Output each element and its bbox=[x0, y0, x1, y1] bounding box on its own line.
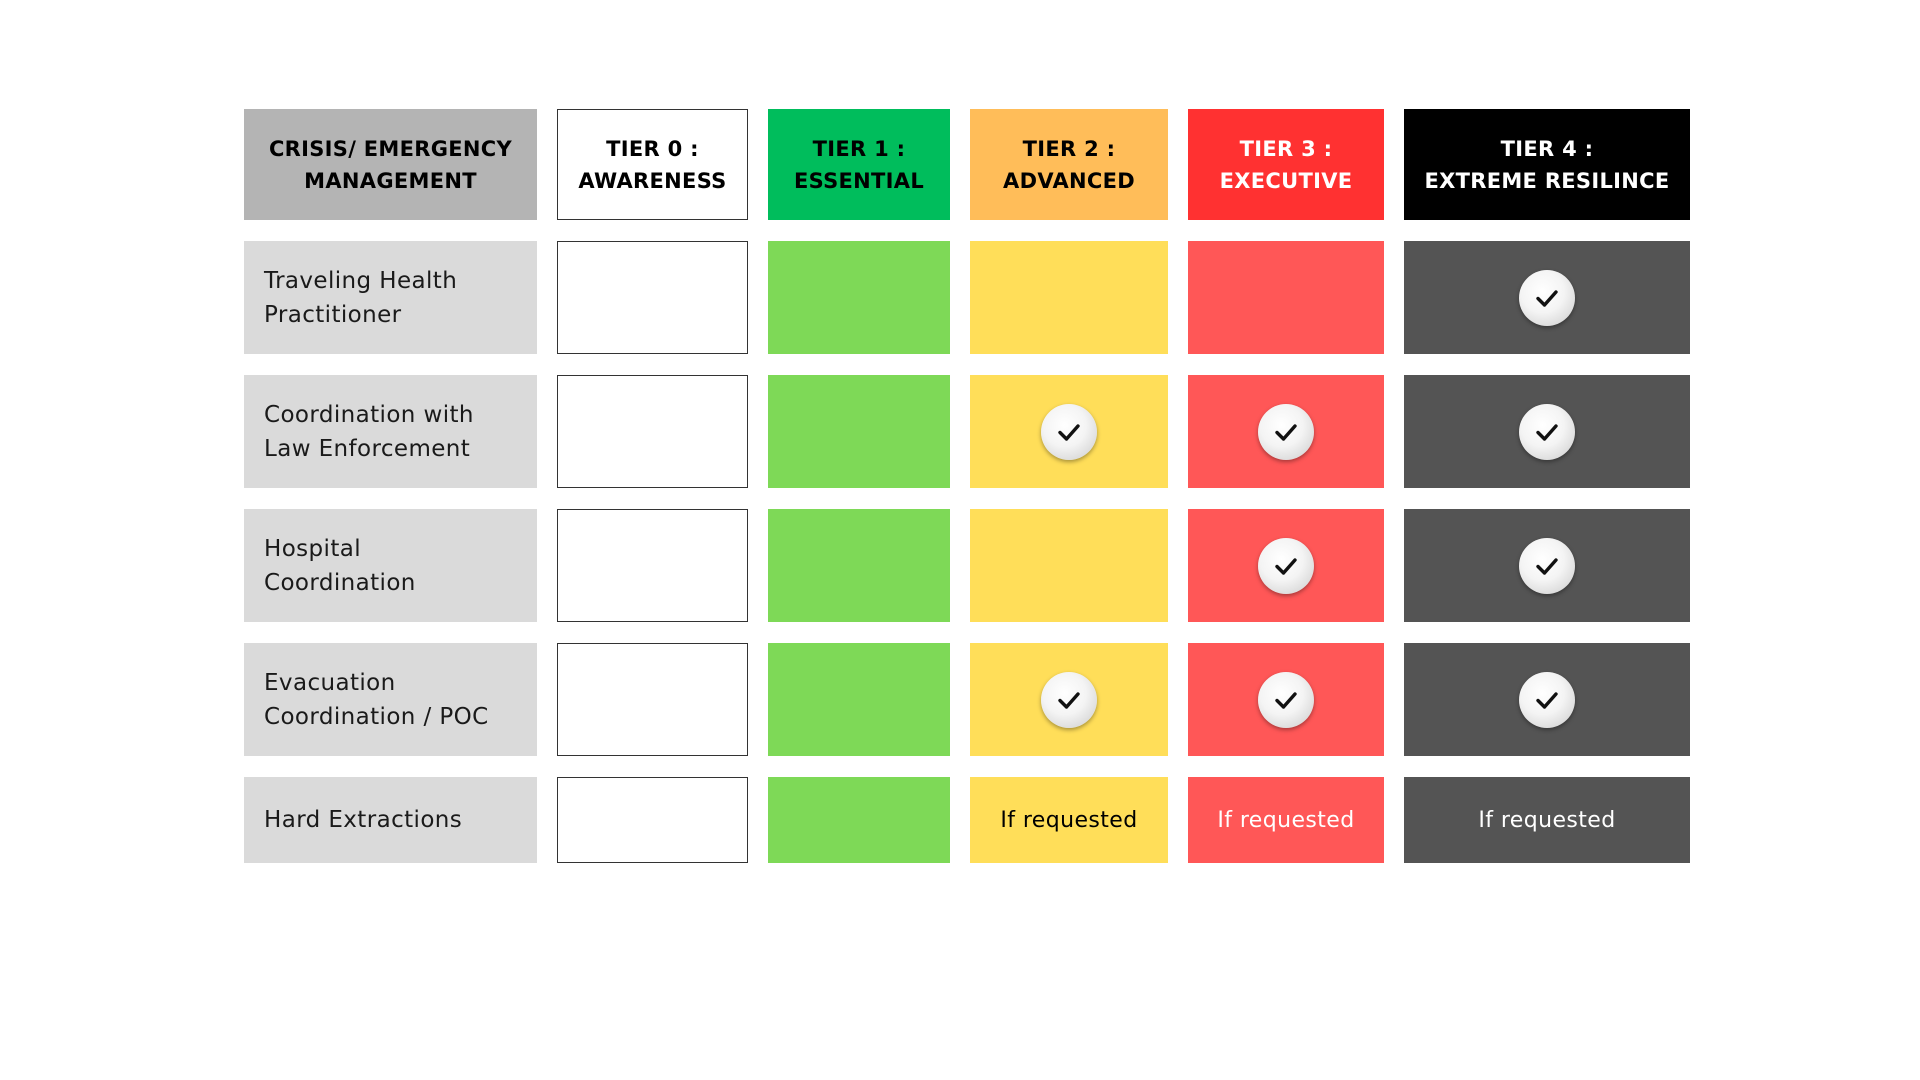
table-cell-tier1 bbox=[768, 643, 950, 756]
table-cell-tier4 bbox=[1404, 509, 1690, 622]
row-label: Evacuation Coordination / POC bbox=[244, 643, 537, 756]
table-cell-tier4: If requested bbox=[1404, 777, 1690, 863]
checkmark-icon bbox=[1519, 403, 1575, 460]
checkmark-icon bbox=[1258, 671, 1314, 728]
table-cell-tier0 bbox=[557, 509, 748, 622]
table-cell-tier2 bbox=[970, 509, 1168, 622]
row-label: Traveling Health Practitioner bbox=[244, 241, 537, 354]
table-cell-tier2 bbox=[970, 643, 1168, 756]
checkmark-icon bbox=[1519, 671, 1575, 728]
checkmark-icon bbox=[1519, 269, 1575, 326]
tier-header-tier2: TIER 2 : ADVANCED bbox=[970, 109, 1168, 220]
table-cell-tier1 bbox=[768, 375, 950, 488]
checkmark-icon bbox=[1041, 403, 1097, 460]
cell-note: If requested bbox=[1000, 807, 1138, 833]
checkmark-icon bbox=[1258, 403, 1314, 460]
table-cell-tier1 bbox=[768, 777, 950, 863]
checkmark-icon bbox=[1519, 537, 1575, 594]
cell-note: If requested bbox=[1217, 807, 1355, 833]
table-cell-tier4 bbox=[1404, 643, 1690, 756]
table-cell-tier2 bbox=[970, 241, 1168, 354]
table-cell-tier0 bbox=[557, 643, 748, 756]
table-cell-tier0 bbox=[557, 375, 748, 488]
row-label: Hospital Coordination bbox=[244, 509, 537, 622]
table-cell-tier3: If requested bbox=[1188, 777, 1384, 863]
table-cell-tier1 bbox=[768, 241, 950, 354]
tier-header-tier0: TIER 0 : AWARENESS bbox=[557, 109, 748, 220]
table-cell-tier3 bbox=[1188, 375, 1384, 488]
table-cell-tier0 bbox=[557, 777, 748, 863]
table-cell-tier0 bbox=[557, 241, 748, 354]
row-label: Hard Extractions bbox=[244, 777, 537, 863]
table-cell-tier3 bbox=[1188, 509, 1384, 622]
table-cell-tier3 bbox=[1188, 643, 1384, 756]
table-cell-tier4 bbox=[1404, 241, 1690, 354]
cell-note: If requested bbox=[1478, 807, 1616, 833]
table-cell-tier3 bbox=[1188, 241, 1384, 354]
checkmark-icon bbox=[1258, 537, 1314, 594]
tier-header-tier1: TIER 1 : ESSENTIAL bbox=[768, 109, 950, 220]
table-cell-tier2: If requested bbox=[970, 777, 1168, 863]
tier-header-tier4: TIER 4 : EXTREME RESILINCE bbox=[1404, 109, 1690, 220]
corner-header: CRISIS/ EMERGENCY MANAGEMENT bbox=[244, 109, 537, 220]
table-cell-tier1 bbox=[768, 509, 950, 622]
table-cell-tier2 bbox=[970, 375, 1168, 488]
row-label: Coordination with Law Enforcement bbox=[244, 375, 537, 488]
table-cell-tier4 bbox=[1404, 375, 1690, 488]
checkmark-icon bbox=[1041, 671, 1097, 728]
tier-header-tier3: TIER 3 : EXECUTIVE bbox=[1188, 109, 1384, 220]
